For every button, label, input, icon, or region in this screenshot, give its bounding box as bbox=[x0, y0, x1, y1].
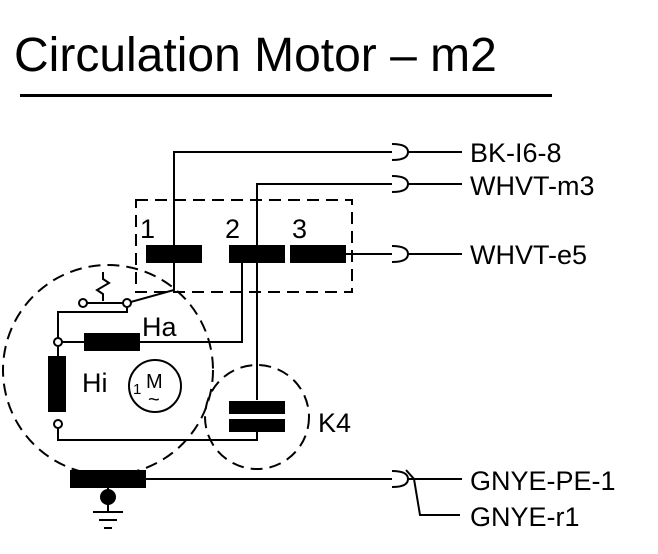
motor-symbol-icon bbox=[128, 359, 182, 413]
wire-label-bk: BK-I6-8 bbox=[470, 138, 562, 168]
terminal-1-label: 1 bbox=[140, 214, 155, 244]
ground-node bbox=[100, 489, 116, 505]
capacitor-plate-bottom bbox=[229, 419, 285, 432]
motor-letter-label: M bbox=[146, 371, 163, 393]
motor-housing bbox=[2, 264, 214, 476]
junction-dot bbox=[122, 298, 132, 308]
plug-connector-icon bbox=[391, 470, 410, 488]
capacitor-housing bbox=[204, 364, 310, 470]
hi-winding bbox=[48, 356, 66, 412]
terminal-3-label: 3 bbox=[292, 214, 307, 244]
ha-winding bbox=[84, 333, 140, 351]
plug-connector-icon bbox=[391, 245, 410, 263]
wire-label-whvt-e5: WHVT-e5 bbox=[470, 240, 587, 270]
connector-housing bbox=[135, 199, 353, 293]
wire-label-gnye-r1: GNYE-r1 bbox=[470, 502, 580, 532]
wire-label-gnye-pe: GNYE-PE-1 bbox=[470, 466, 616, 496]
junction-dot bbox=[78, 298, 88, 308]
terminal-2-label: 2 bbox=[225, 214, 240, 244]
plug-connector-icon bbox=[391, 175, 410, 193]
hi-label: Hi bbox=[82, 368, 108, 398]
ground-terminal bbox=[70, 470, 146, 488]
wire-term2-ha bbox=[140, 263, 243, 343]
junction-dot bbox=[53, 419, 63, 429]
page-title: Circulation Motor – m2 bbox=[14, 29, 497, 82]
title-underline bbox=[20, 94, 552, 97]
ha-label: Ha bbox=[142, 312, 177, 342]
terminal-block-2 bbox=[229, 245, 285, 263]
terminal-block-3 bbox=[290, 245, 346, 263]
plug-connector-icon bbox=[391, 143, 410, 161]
wire-gnye-r1 bbox=[405, 469, 460, 516]
motor-phase-label: 1 bbox=[133, 381, 141, 398]
terminal-block-1 bbox=[146, 245, 202, 263]
wire-common-ha bbox=[57, 303, 128, 343]
wire-capacitor-hi bbox=[57, 424, 258, 441]
junction-dot bbox=[53, 337, 63, 347]
wire-term1-common bbox=[126, 263, 175, 304]
thermal-switch-icon bbox=[95, 272, 111, 301]
wire-bk bbox=[173, 151, 392, 245]
wire-label-whvt-m3: WHVT-m3 bbox=[470, 171, 595, 201]
wire-whvt-m3 bbox=[256, 183, 392, 245]
capacitor-label: K4 bbox=[318, 408, 351, 438]
motor-ac-label: ~ bbox=[148, 389, 160, 411]
capacitor-plate-top bbox=[229, 401, 285, 414]
